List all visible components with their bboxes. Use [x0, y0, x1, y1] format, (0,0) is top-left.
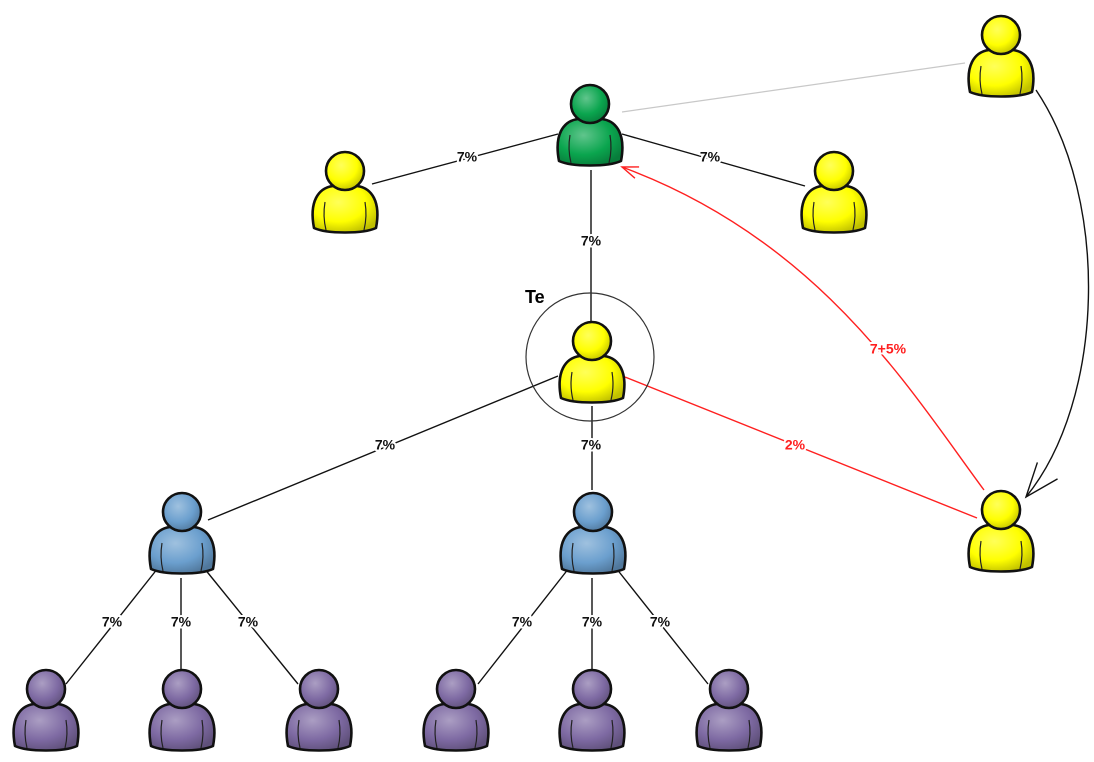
person-icon-purple-5 [558, 668, 626, 752]
person-icon-purple-4 [422, 668, 490, 752]
focus-label: Te [525, 287, 545, 307]
edge-label-center-to-blue-left: 7% [375, 437, 396, 453]
edge-blue-left-to-purple-3 [203, 567, 299, 685]
edge-far-right-to-top [620, 166, 985, 491]
edge-blue-mid-to-purple-6 [615, 567, 709, 685]
edge-top-to-top-left [371, 133, 559, 185]
edge-label-blue-left-to-purple-2: 7% [171, 614, 192, 630]
person-icon-purple-1 [12, 668, 80, 752]
edge-label-top-to-top-right: 7% [700, 149, 721, 165]
person-icon-far-top-right [967, 14, 1035, 98]
person-icon-center [558, 320, 626, 404]
edge-top-to-far-top-right [621, 62, 966, 113]
edges-layer [65, 62, 1090, 685]
person-icon-purple-3 [285, 668, 353, 752]
person-icon-purple-2 [148, 668, 216, 752]
edge-label-center-to-far-right: 2% [785, 437, 806, 453]
person-icon-far-right [967, 489, 1035, 573]
person-icon-blue-mid [559, 491, 627, 575]
person-icon-top-right [800, 150, 868, 234]
edge-top-to-top-right [621, 133, 806, 187]
edge-label-blue-left-to-purple-1: 7% [102, 614, 123, 630]
edge-blue-mid-to-purple-4 [477, 567, 570, 685]
edge-center-to-blue-left [207, 375, 559, 521]
person-icon-purple-6 [695, 668, 763, 752]
person-icon-top-left [311, 150, 379, 234]
edge-label-blue-mid-to-purple-4: 7% [512, 614, 533, 630]
person-icon-blue-left [148, 491, 216, 575]
edge-label-blue-left-to-purple-3: 7% [238, 614, 259, 630]
edge-label-far-right-to-top: 7+5% [870, 341, 907, 357]
edge-label-top-to-center: 7% [581, 233, 602, 249]
edge-label-center-to-blue-mid: 7% [581, 437, 602, 453]
focus-layer: Te [525, 287, 655, 422]
focus-ring [525, 292, 655, 422]
person-icon-top [556, 83, 624, 167]
edge-label-blue-mid-to-purple-6: 7% [650, 614, 671, 630]
edge-label-top-to-top-left: 7% [457, 149, 478, 165]
edge-blue-left-to-purple-1 [65, 567, 159, 685]
edge-labels-layer: 7% 7% 7% 7+5% 2% 7% 7% 7% 7% 7% 7% 7% 7% [100, 147, 909, 632]
edge-center-to-far-right [624, 376, 978, 519]
edge-label-blue-mid-to-purple-5: 7% [582, 614, 603, 630]
edge-far-top-right-to-far-right [1024, 89, 1090, 499]
nodes-layer [12, 14, 1035, 752]
